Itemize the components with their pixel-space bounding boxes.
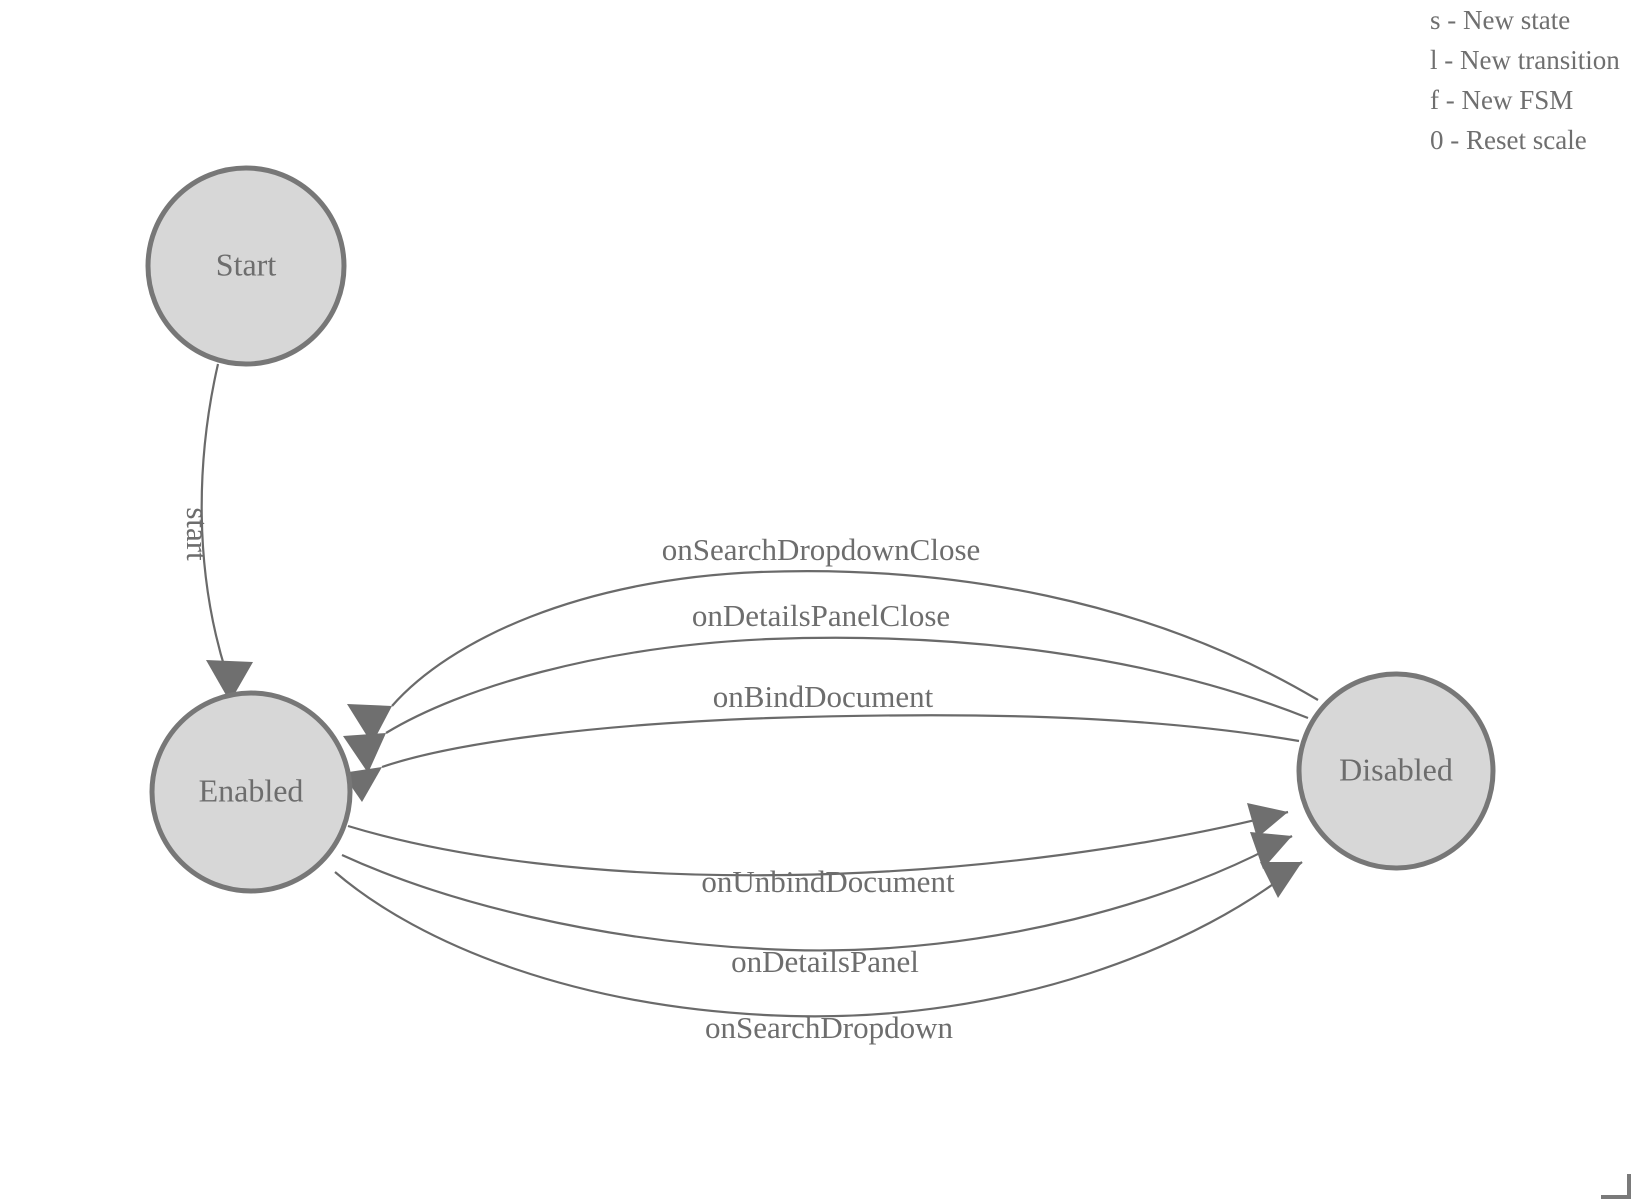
edge-path bbox=[200, 363, 228, 673]
edge-path bbox=[341, 835, 1293, 952]
transition-on-search-dropdown[interactable]: onSearchDropdown bbox=[334, 861, 1303, 1045]
transition-label: start bbox=[180, 507, 215, 561]
arrow-head bbox=[1250, 832, 1292, 869]
edge-path bbox=[347, 810, 1289, 877]
arrow-head bbox=[343, 733, 386, 773]
arrow-head bbox=[1260, 862, 1302, 898]
edge-path bbox=[334, 861, 1303, 1018]
transition-start[interactable]: start bbox=[180, 363, 253, 702]
state-circle[interactable] bbox=[145, 165, 347, 367]
state-circle[interactable] bbox=[149, 690, 353, 894]
edge-path bbox=[391, 570, 1319, 707]
state-label: Start bbox=[216, 246, 277, 282]
transition-label: onBindDocument bbox=[713, 679, 934, 714]
edge-path bbox=[381, 714, 1300, 769]
state-node-disabled[interactable]: Disabled bbox=[1296, 671, 1496, 871]
transition-on-details-panel[interactable]: onDetailsPanel bbox=[341, 832, 1293, 979]
state-label: Enabled bbox=[199, 772, 304, 808]
transition-on-details-panel-close[interactable]: onDetailsPanelClose bbox=[343, 598, 1309, 773]
transition-label: onDetailsPanel bbox=[731, 944, 919, 979]
arrow-head bbox=[347, 704, 392, 744]
transition-label: onSearchDropdown bbox=[705, 1010, 953, 1045]
transition-label: onDetailsPanelClose bbox=[692, 598, 950, 633]
arrow-head bbox=[206, 660, 253, 702]
transition-on-unbind-document[interactable]: onUnbindDocument bbox=[347, 803, 1289, 899]
transition-on-bind-document[interactable]: onBindDocument bbox=[342, 679, 1300, 802]
state-node-start[interactable]: Start bbox=[145, 165, 347, 367]
state-circle[interactable] bbox=[1296, 671, 1496, 871]
arrow-head bbox=[1247, 803, 1288, 838]
edge-path bbox=[385, 636, 1309, 734]
transition-label: onUnbindDocument bbox=[701, 864, 955, 899]
arrow-head bbox=[342, 767, 382, 802]
transition-label: onSearchDropdownClose bbox=[662, 532, 981, 567]
transition-on-search-dropdown-close[interactable]: onSearchDropdownClose bbox=[347, 532, 1319, 744]
state-label: Disabled bbox=[1339, 751, 1453, 787]
state-node-enabled[interactable]: Enabled bbox=[149, 690, 353, 894]
panel-corner-marker bbox=[1601, 1174, 1631, 1199]
